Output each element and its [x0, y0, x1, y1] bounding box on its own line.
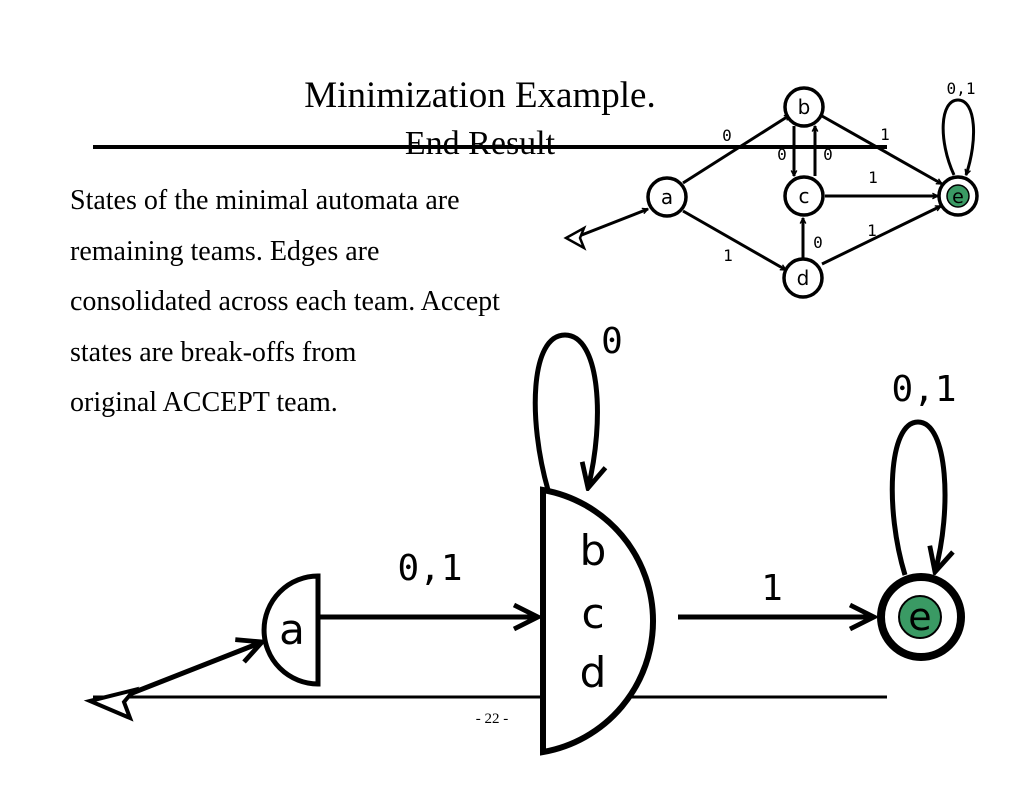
min-loop-bcd	[532, 332, 597, 490]
min-label-a-bcd: 0,1	[397, 548, 462, 589]
orig-label-b-c: 0	[777, 145, 787, 164]
body-text: States of the minimal automata are remai…	[70, 176, 630, 429]
orig-label-c-b: 0	[823, 145, 833, 164]
slide-title: Minimization Example.	[304, 75, 656, 116]
orig-label-c-e: 1	[868, 168, 878, 187]
orig-label-d-e: 1	[867, 221, 877, 240]
orig-state-c: c	[783, 175, 825, 217]
min-state-a: a	[261, 573, 321, 687]
orig-state-d: d	[782, 257, 824, 299]
min-state-bcd: b c d	[540, 486, 656, 756]
orig-edge-b-e	[821, 114, 942, 186]
orig-label-a-d: 1	[723, 246, 733, 265]
orig-label-e-loop: 0,1	[947, 79, 976, 98]
svg-text:b: b	[798, 95, 811, 119]
svg-text:a: a	[279, 605, 305, 654]
svg-text:e: e	[952, 186, 964, 208]
orig-state-a: a	[646, 176, 688, 218]
min-state-bcd-b: b	[580, 526, 607, 575]
body-line: States of the minimal automata are	[70, 185, 460, 216]
min-state-bcd-c: c	[581, 589, 604, 638]
orig-state-e: e	[937, 175, 979, 217]
svg-text:c: c	[799, 184, 810, 208]
orig-label-b-e: 1	[880, 125, 890, 144]
orig-edge-a-b	[682, 113, 790, 185]
svg-text:e: e	[908, 595, 931, 639]
body-line: consolidated across each team. Accept	[70, 286, 500, 317]
min-label-bcd-e: 1	[761, 568, 783, 609]
min-loop-e	[889, 419, 945, 575]
min-state-e: e	[877, 573, 965, 661]
svg-text:d: d	[797, 266, 810, 290]
orig-loop-e	[941, 98, 976, 175]
original-dfa: a b c d e 0 1 0 0 1	[563, 79, 979, 299]
body-line: original ACCEPT team.	[70, 387, 338, 418]
body-line: remaining teams. Edges are	[70, 235, 380, 267]
orig-label-a-b: 0	[722, 126, 732, 145]
slide-subtitle: End Result	[404, 125, 556, 162]
orig-state-b: b	[783, 86, 825, 128]
min-start-arrow	[83, 642, 262, 722]
orig-edge-a-d	[682, 209, 786, 272]
min-label-e-loop: 0,1	[891, 369, 956, 410]
orig-start-arrow	[563, 207, 648, 251]
page-number: - 22 -	[475, 711, 509, 727]
minimal-dfa: a b c d e 0 0,1 1 0,1	[83, 321, 965, 756]
orig-label-d-c: 0	[813, 233, 823, 252]
min-label-bcd-loop: 0	[601, 321, 623, 362]
body-line: states are break-offs from	[70, 336, 357, 368]
orig-edge-d-e	[821, 204, 941, 266]
min-state-bcd-d: d	[580, 648, 607, 697]
svg-text:a: a	[661, 185, 673, 209]
